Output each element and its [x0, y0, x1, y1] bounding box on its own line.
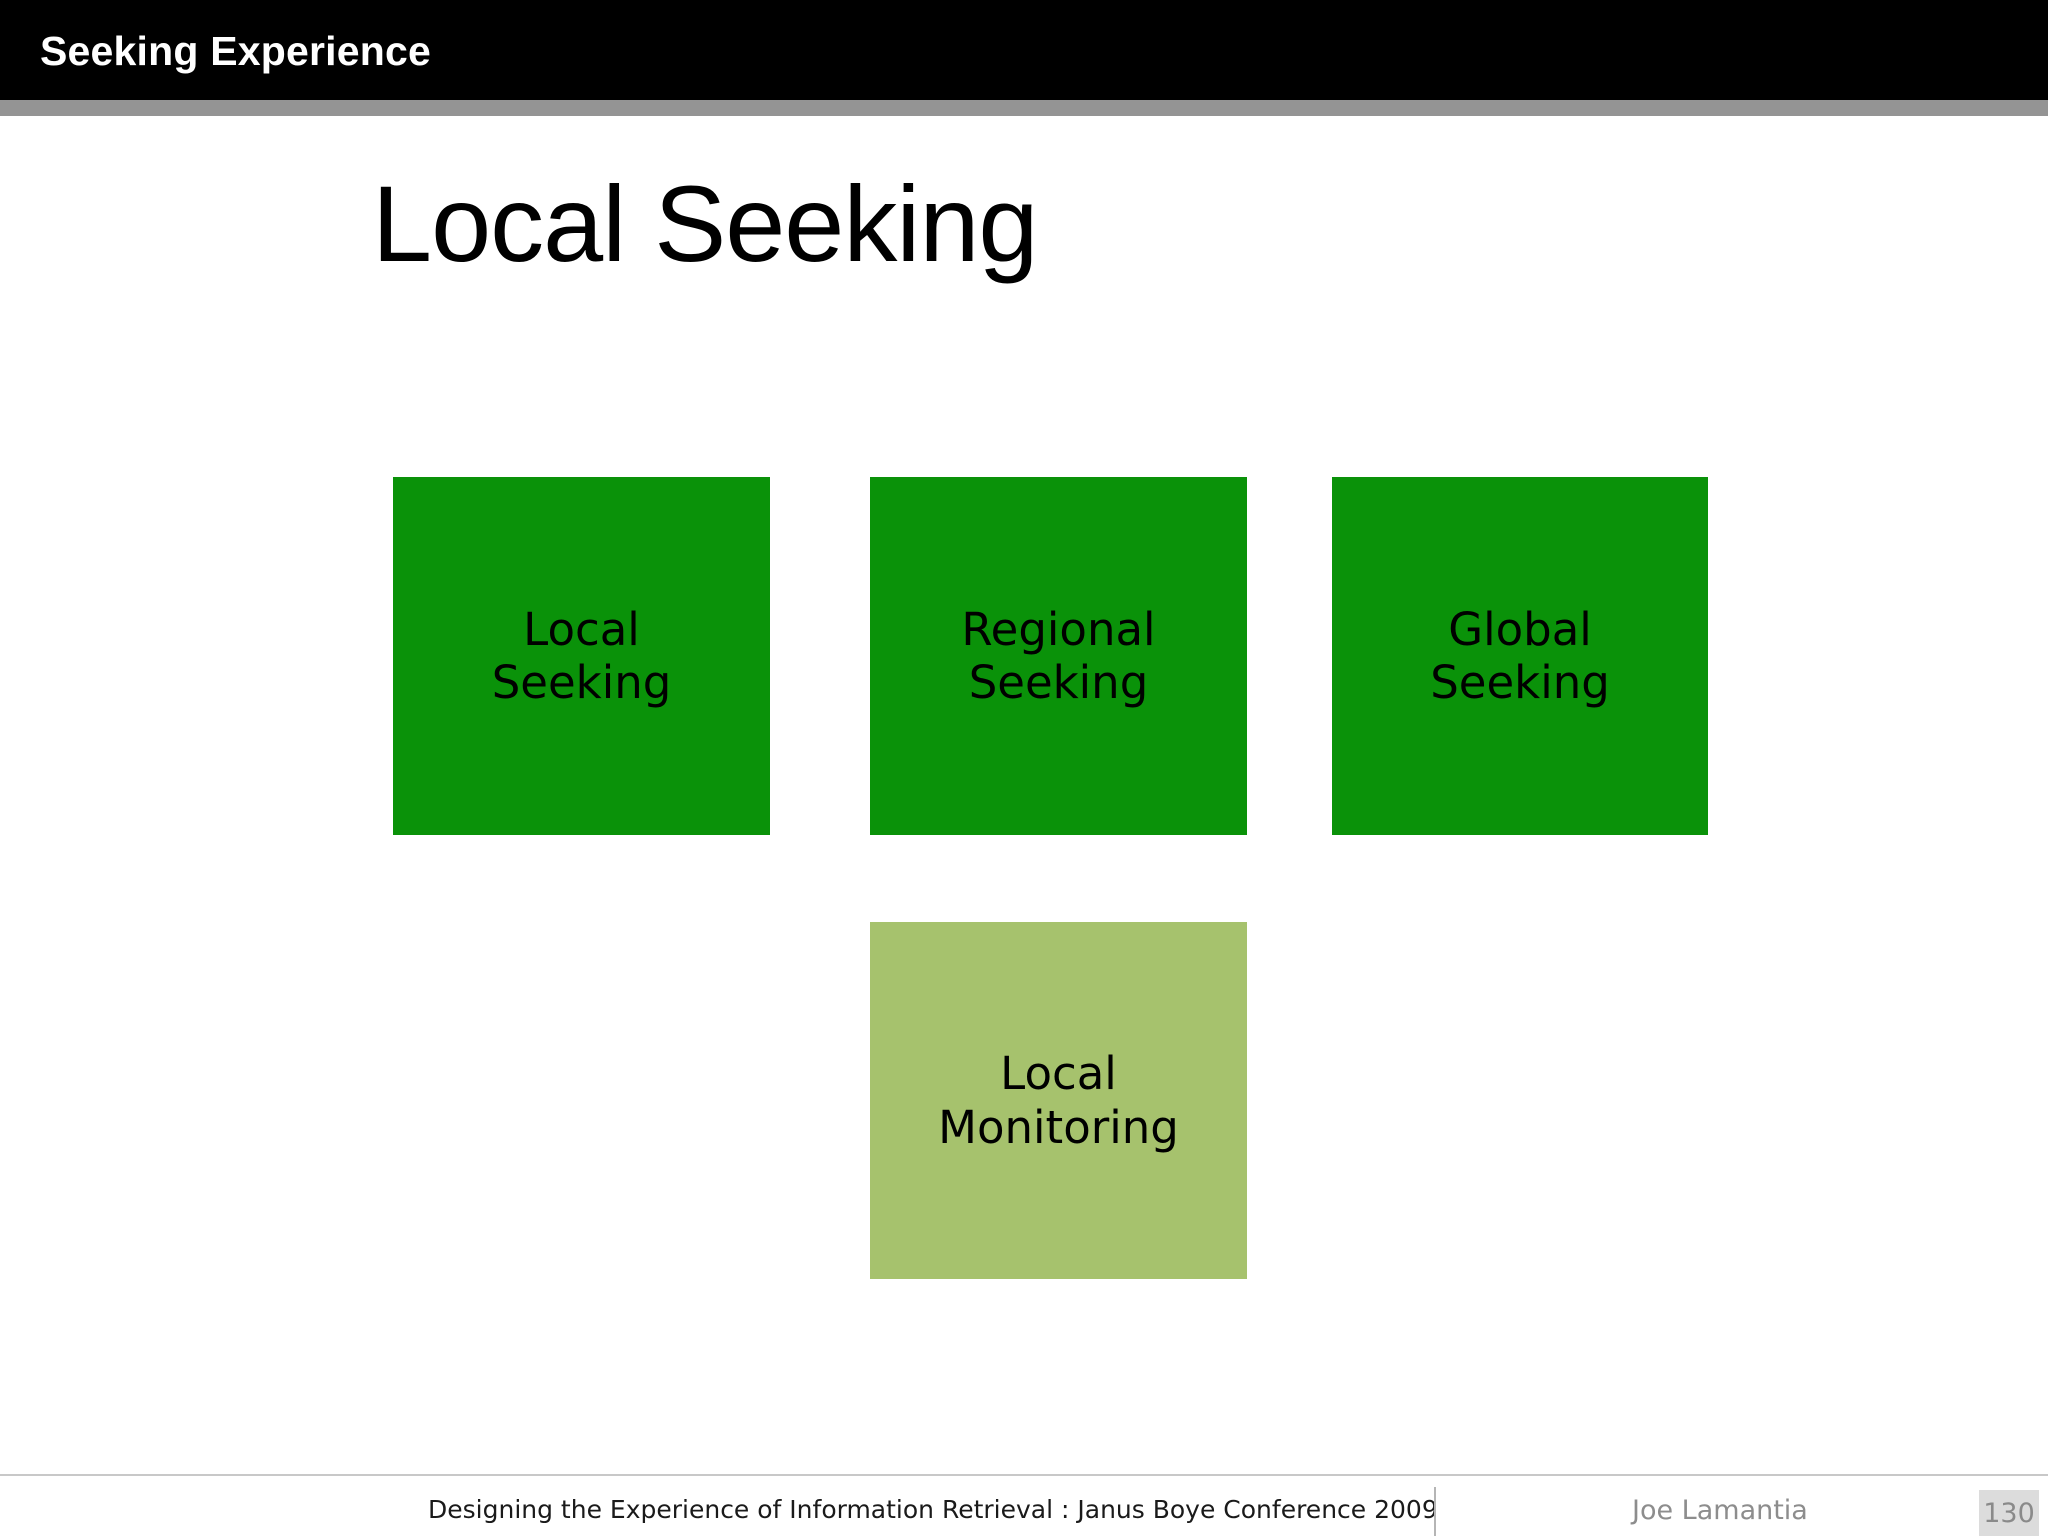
footer-divider-rule: [0, 1474, 2048, 1476]
diagram-box-local-seeking: Local Seeking: [393, 477, 770, 835]
diagram-box-label: Regional Seeking: [961, 602, 1156, 709]
header-bar: Seeking Experience: [0, 0, 2048, 100]
diagram-box-global-seeking: Global Seeking: [1332, 477, 1708, 835]
footer-conference-text: Designing the Experience of Information …: [428, 1495, 1438, 1524]
page-number-badge: 130: [1979, 1490, 2039, 1536]
diagram-box-label: Local Seeking: [491, 602, 672, 709]
diagram-box-regional-seeking: Regional Seeking: [870, 477, 1247, 835]
footer-author-name: Joe Lamantia: [1632, 1495, 1808, 1526]
header-section-title: Seeking Experience: [40, 28, 432, 74]
header-divider-rule: [0, 100, 2048, 116]
page-title: Local Seeking: [372, 163, 1038, 284]
diagram-box-local-monitoring: Local Monitoring: [870, 922, 1247, 1279]
diagram-box-label: Local Monitoring: [938, 1047, 1179, 1154]
diagram-box-label: Global Seeking: [1430, 602, 1610, 709]
footer-vertical-separator: [1434, 1487, 1436, 1536]
